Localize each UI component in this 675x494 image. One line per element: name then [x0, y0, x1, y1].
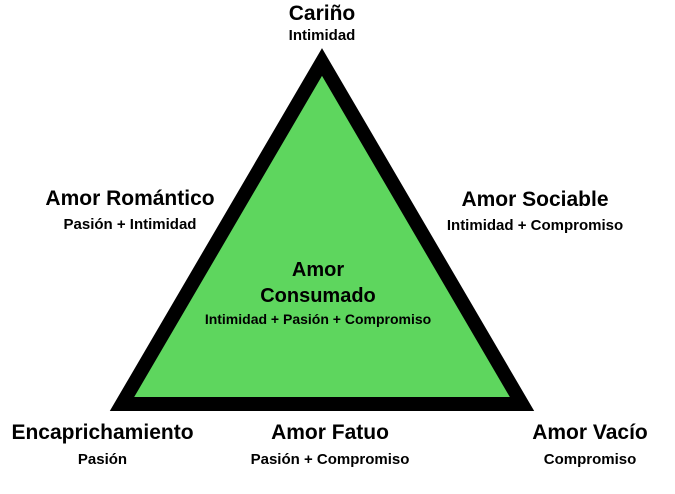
label-top: Cariño Intimidad [260, 2, 384, 46]
label-left: Amor Romántico Pasión + Intimidad [20, 187, 240, 235]
center-title-line1: Amor [291, 259, 345, 281]
bottom-left-title: Encaprichamiento [11, 421, 194, 444]
center-subtitle: Intimidad + Pasión + Compromiso [204, 311, 432, 327]
bottom-right-subtitle: Compromiso [543, 451, 637, 468]
label-bottom-left: Encaprichamiento Pasión [0, 421, 205, 470]
left-subtitle: Pasión + Intimidad [63, 216, 197, 233]
bottom-right-title: Amor Vacío [532, 421, 648, 444]
right-title: Amor Sociable [461, 188, 609, 211]
bottom-center-title: Amor Fatuo [271, 421, 389, 444]
left-title: Amor Romántico [45, 187, 215, 210]
top-subtitle: Intimidad [288, 27, 356, 44]
triangle-shape [109, 48, 535, 411]
top-title: Cariño [288, 2, 356, 25]
bottom-center-subtitle: Pasión + Compromiso [250, 451, 410, 468]
label-right: Amor Sociable Intimidad + Compromiso [425, 188, 645, 236]
center-title-line2: Consumado [260, 285, 376, 307]
bottom-left-subtitle: Pasión [77, 451, 128, 468]
label-bottom-right: Amor Vacío Compromiso [515, 421, 665, 470]
right-subtitle: Intimidad + Compromiso [446, 217, 624, 234]
label-center: Amor Consumado Intimidad + Pasión + Comp… [178, 257, 458, 329]
label-bottom-center: Amor Fatuo Pasión + Compromiso [220, 421, 440, 470]
